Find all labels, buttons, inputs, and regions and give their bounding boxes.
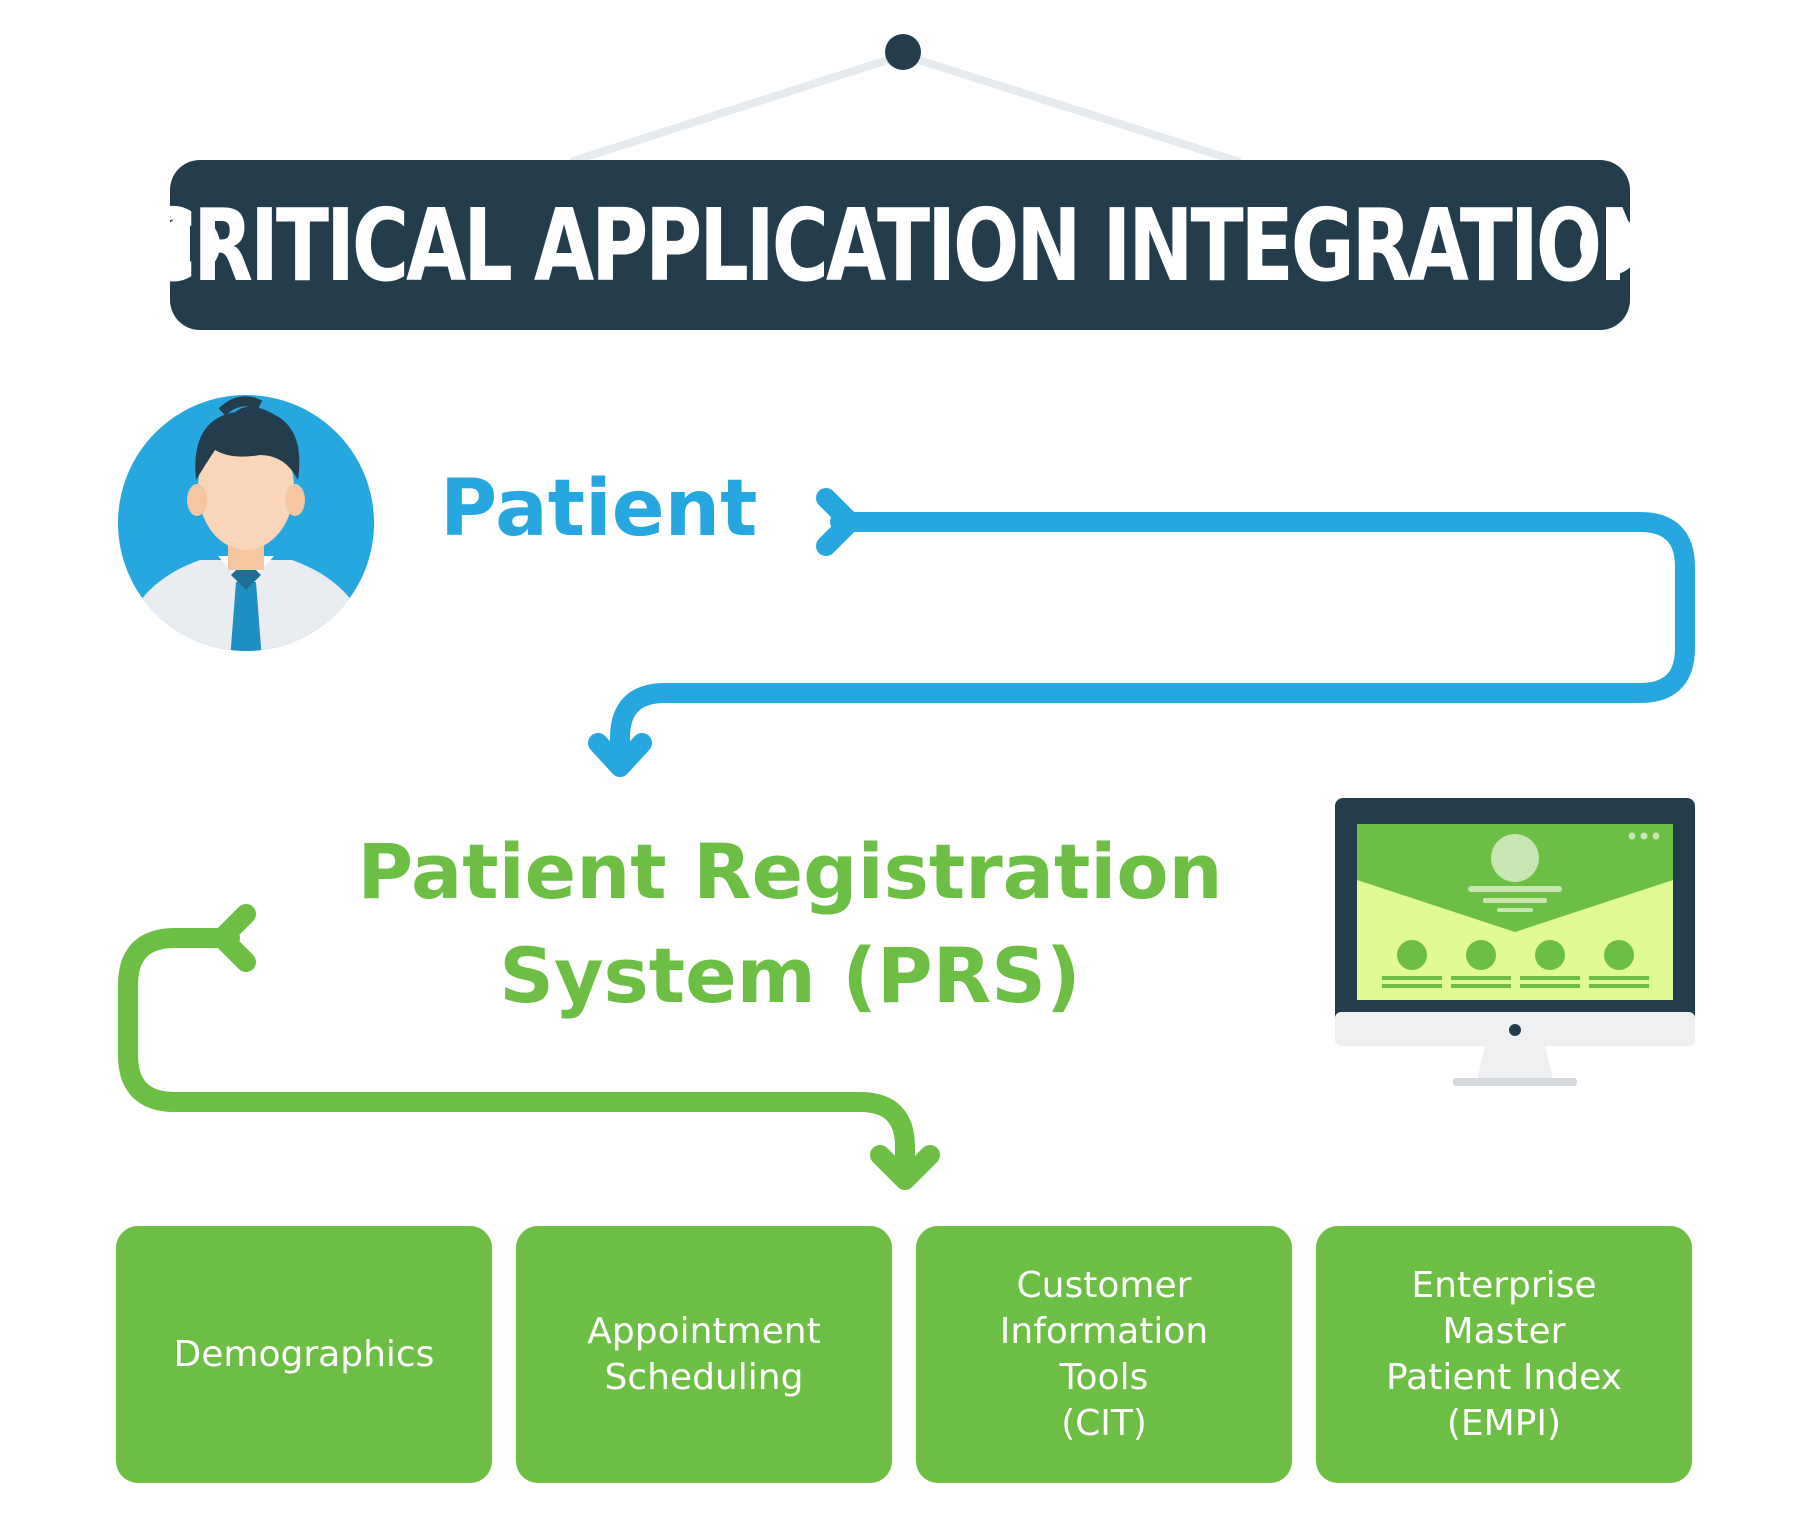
person-avatar-icon xyxy=(118,395,374,651)
desktop-monitor-icon xyxy=(1335,798,1695,1086)
patient-to-prs-arrow xyxy=(588,488,1695,777)
banner-hanger xyxy=(568,34,1242,166)
hanger-pin-icon xyxy=(885,34,921,70)
component-box-cit: Customer Information Tools (CIT) xyxy=(916,1226,1292,1483)
prs-to-components-arrow xyxy=(118,904,940,1190)
banner-title: CRITICAL APPLICATION INTEGRATION xyxy=(138,186,1664,304)
prs-title: Patient Registration System (PRS) xyxy=(357,827,1223,1020)
component-box-appointment-scheduling: Appointment Scheduling xyxy=(516,1226,892,1483)
component-box-empi: Enterprise Master Patient Index (EMPI) xyxy=(1316,1226,1692,1483)
patient-label: Patient xyxy=(440,464,758,554)
banner-shape xyxy=(160,160,1640,330)
component-box-demographics: Demographics xyxy=(116,1226,492,1483)
